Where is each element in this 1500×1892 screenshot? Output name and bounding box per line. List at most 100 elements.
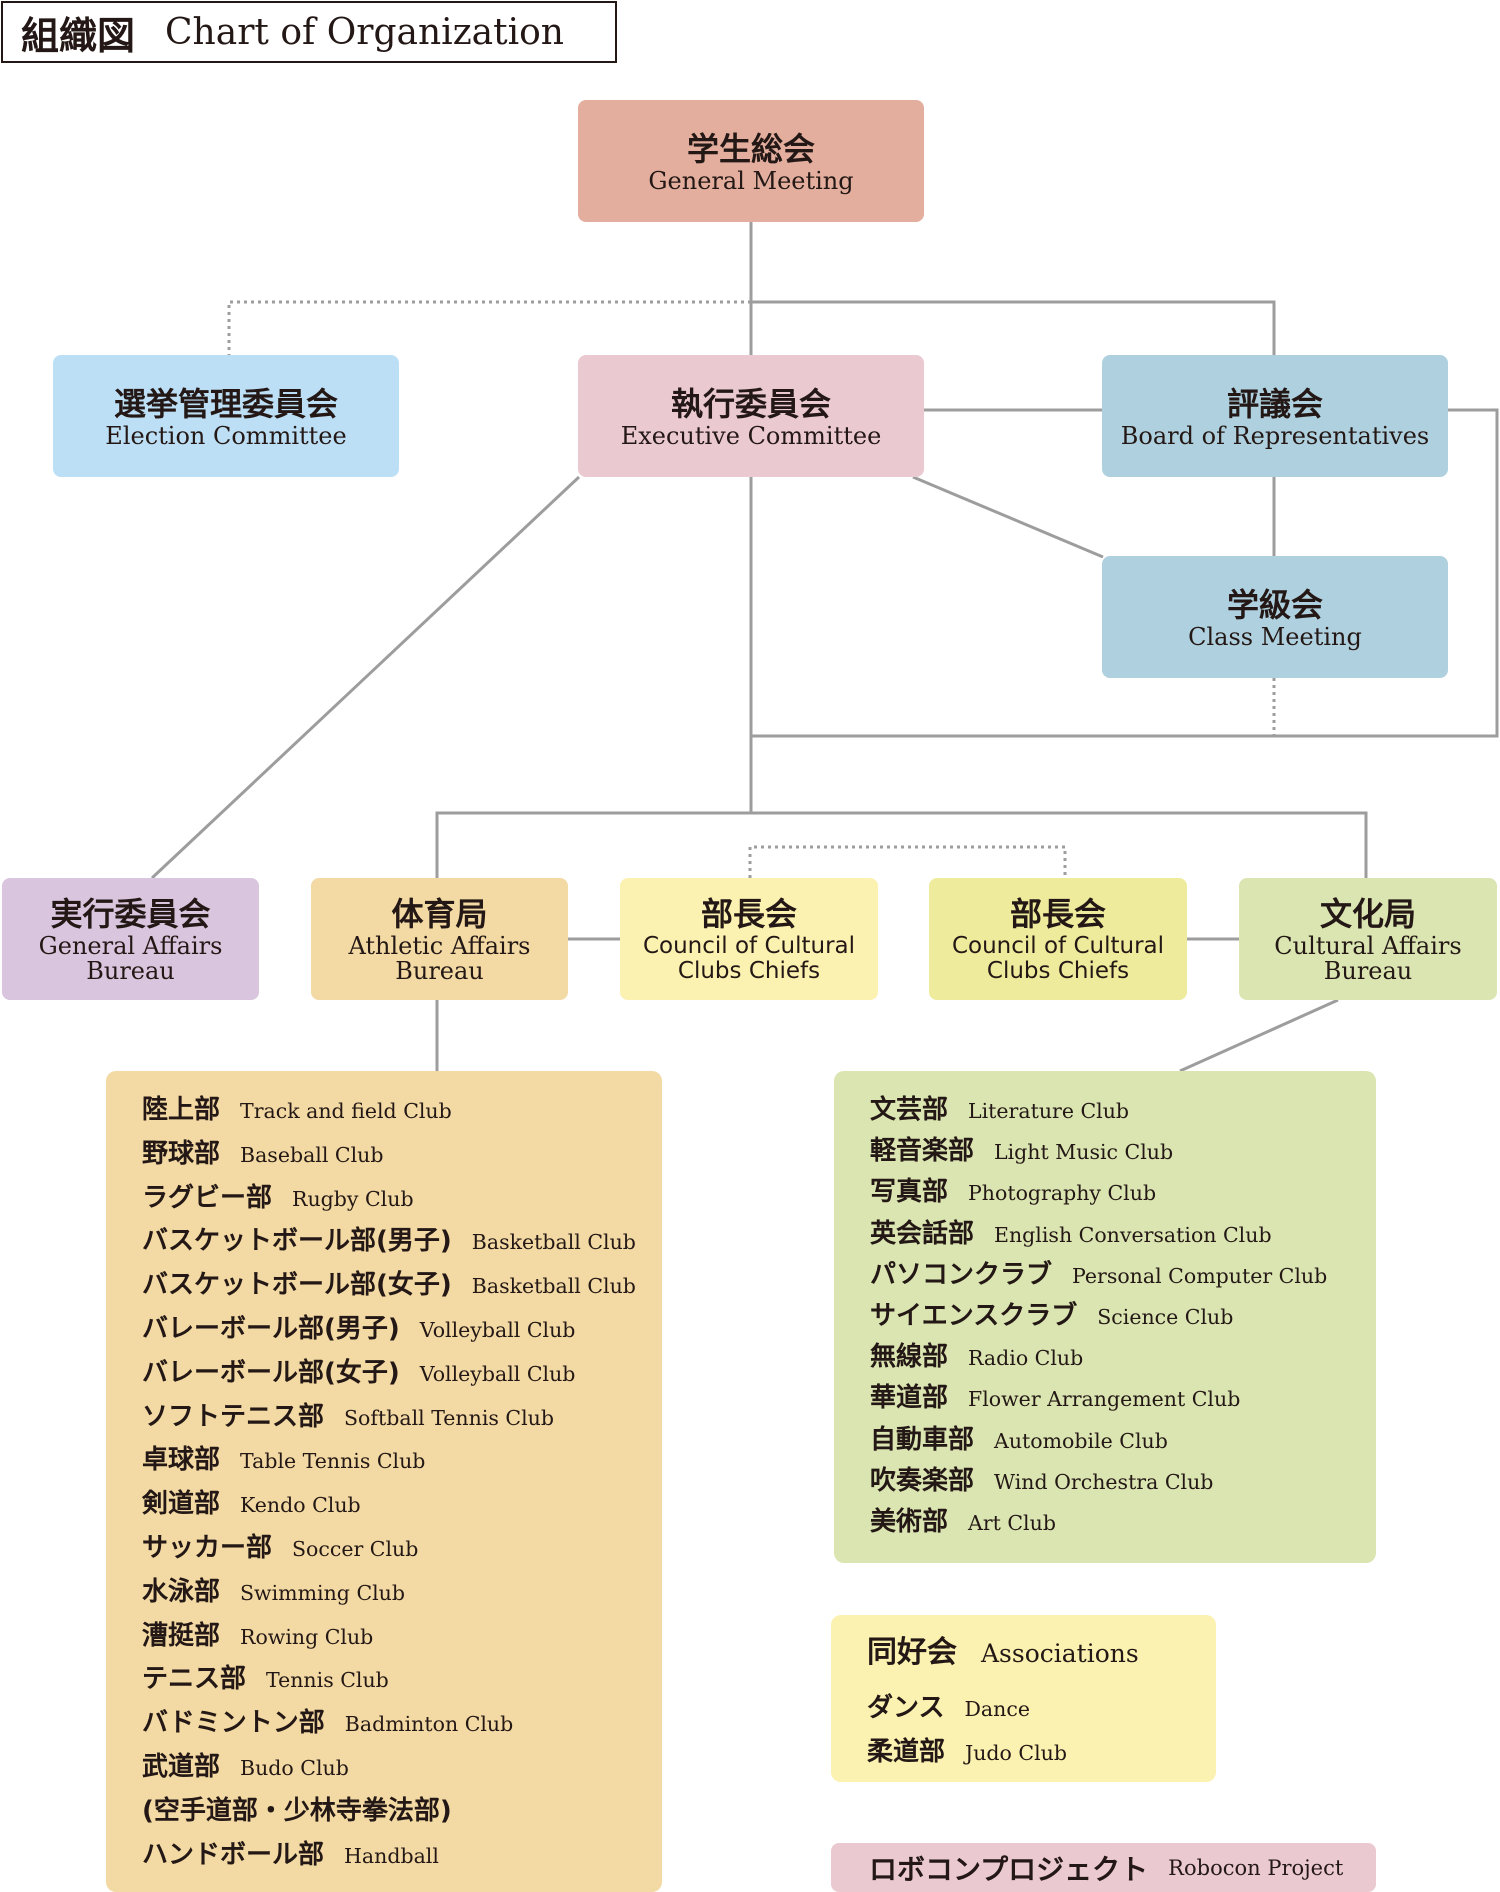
club-name-en: Science Club (1097, 1305, 1234, 1329)
list-item: ダンス Dance (867, 1687, 1030, 1724)
club-name-en: English Conversation Club (994, 1222, 1272, 1247)
list-item: 英会話部 English Conversation Club (870, 1213, 1272, 1250)
club-name-jp: 英会話部 (870, 1218, 975, 1249)
club-name-en: Volleyball Club (419, 1361, 576, 1386)
association-name-jp: 柔道部 (867, 1737, 946, 1767)
club-name-jp: 吹奏楽部 (870, 1465, 975, 1496)
associations-heading-jp: 同好会 (867, 1635, 957, 1670)
list-item: サイエンスクラブ Science Club (870, 1295, 1233, 1332)
node-council-athletic: 部長会 Council of Cultural Clubs Chiefs (620, 878, 878, 1000)
club-name-en: Table Tennis Club (240, 1449, 426, 1474)
club-name-en: Badminton Club (344, 1712, 514, 1737)
association-name-jp: ダンス (867, 1693, 945, 1723)
club-name-jp: 水泳部 (142, 1576, 221, 1607)
club-name-jp: 剣道部 (142, 1489, 221, 1520)
node-general-affairs: 実行委員会 General Affairs Bureau (2, 878, 259, 1000)
node-jp: 実行委員会 (50, 895, 211, 933)
associations-list: 同好会 Associations ダンス Dance 柔道部 Judo Club (831, 1615, 1216, 1782)
association-name-en: Judo Club (965, 1741, 1067, 1765)
line-bureau-bar (435, 811, 1368, 878)
node-en: Election Committee (105, 421, 347, 450)
club-name-en: Handball (344, 1843, 439, 1868)
line-executive-to-general-affairs (150, 475, 581, 880)
node-jp: 部長会 (1009, 895, 1106, 933)
list-item: バスケットボール部(男子)Basketball Club (142, 1220, 636, 1257)
node-jp: 文化局 (1319, 895, 1416, 933)
club-name-en: Flower Arrangement Club (968, 1387, 1241, 1412)
node-athletic-affairs: 体育局 Athletic Affairs Bureau (311, 878, 568, 1000)
association-name-en: Dance (964, 1697, 1030, 1721)
club-name-jp: 野球部 (142, 1138, 221, 1169)
node-cultural-affairs: 文化局 Cultural Affairs Bureau (1239, 878, 1497, 1000)
club-name-jp: バレーボール部(男子) (142, 1314, 400, 1344)
node-en: General Meeting (648, 166, 854, 195)
club-name-en: Personal Computer Club (1072, 1263, 1328, 1288)
node-en: Class Meeting (1188, 622, 1362, 651)
club-name-jp: 武道部 (142, 1752, 221, 1782)
list-item: 柔道部 Judo Club (867, 1731, 1067, 1768)
node-en-line1: Council of Cultural (642, 933, 856, 959)
club-name-en: Rugby Club (292, 1186, 414, 1211)
club-name-jp: 軽音楽部 (870, 1136, 975, 1167)
node-jp: 学生総会 (686, 129, 815, 168)
node-council-cultural: 部長会 Council of Cultural Clubs Chiefs (929, 878, 1187, 1000)
list-item: ハンドボール部 Handball (142, 1834, 439, 1871)
list-item: 軽音楽部 Light Music Club (870, 1130, 1173, 1167)
node-class-meeting: 学級会 Class Meeting (1102, 556, 1448, 678)
club-name-en: Tennis Club (266, 1668, 389, 1693)
node-jp: 評議会 (1226, 384, 1323, 423)
robocon-jp: ロボコンプロジェクト (869, 1852, 1149, 1886)
club-name-jp: バドミントン部 (142, 1708, 325, 1739)
club-name-en: Rowing Club (240, 1624, 374, 1649)
robocon-project: ロボコンプロジェクト Robocon Project (831, 1843, 1376, 1892)
node-en-line2: Bureau (395, 957, 484, 985)
node-en-line1: Athletic Affairs (348, 932, 531, 960)
club-name-jp: ハンドボール部 (142, 1839, 325, 1870)
club-name-jp: 陸上部 (142, 1095, 221, 1125)
node-jp: 学級会 (1226, 585, 1323, 624)
club-name-en: Basketball Club (471, 1230, 636, 1255)
club-name-en: Volleyball Club (419, 1318, 576, 1342)
list-item: ラグビー部 Rugby Club (142, 1177, 414, 1214)
club-name-jp: バレーボール部(女子) (142, 1357, 400, 1388)
club-name-en: Soccer Club (292, 1537, 419, 1561)
list-item: バドミントン部 Badminton Club (142, 1702, 513, 1739)
club-name-en: Radio Club (968, 1346, 1084, 1371)
club-name-en: Art Club (968, 1511, 1056, 1535)
club-name-en: Literature Club (968, 1099, 1130, 1123)
club-name-jp: 写真部 (870, 1177, 949, 1208)
line-executive-to-class (912, 475, 1104, 559)
club-name-jp: (空手道部・少林寺拳法部) (142, 1795, 452, 1826)
club-name-jp: サイエンスクラブ (870, 1301, 1078, 1331)
node-en-line1: Council of Cultural (951, 933, 1165, 959)
club-name-jp: ラグビー部 (142, 1182, 273, 1213)
club-name-en: Light Music Club (994, 1140, 1174, 1165)
node-jp: 選挙管理委員会 (113, 384, 338, 423)
chart-title: 組織図 Chart of Organization (1, 1, 617, 63)
node-en-line2: Clubs Chiefs (677, 958, 821, 984)
node-en: Executive Committee (620, 421, 882, 450)
club-name-jp: サッカー部 (142, 1533, 273, 1563)
node-en-line2: Bureau (1323, 957, 1413, 985)
list-item: サッカー部 Soccer Club (142, 1527, 418, 1564)
node-en-line2: Bureau (86, 957, 175, 985)
associations-heading-en: Associations (981, 1639, 1139, 1668)
club-name-en: Photography Club (968, 1181, 1157, 1206)
list-item: バレーボール部(女子) Volleyball Club (142, 1352, 575, 1389)
line-general-to-election-dotted (227, 300, 751, 355)
node-en: Board of Representatives (1120, 421, 1430, 450)
